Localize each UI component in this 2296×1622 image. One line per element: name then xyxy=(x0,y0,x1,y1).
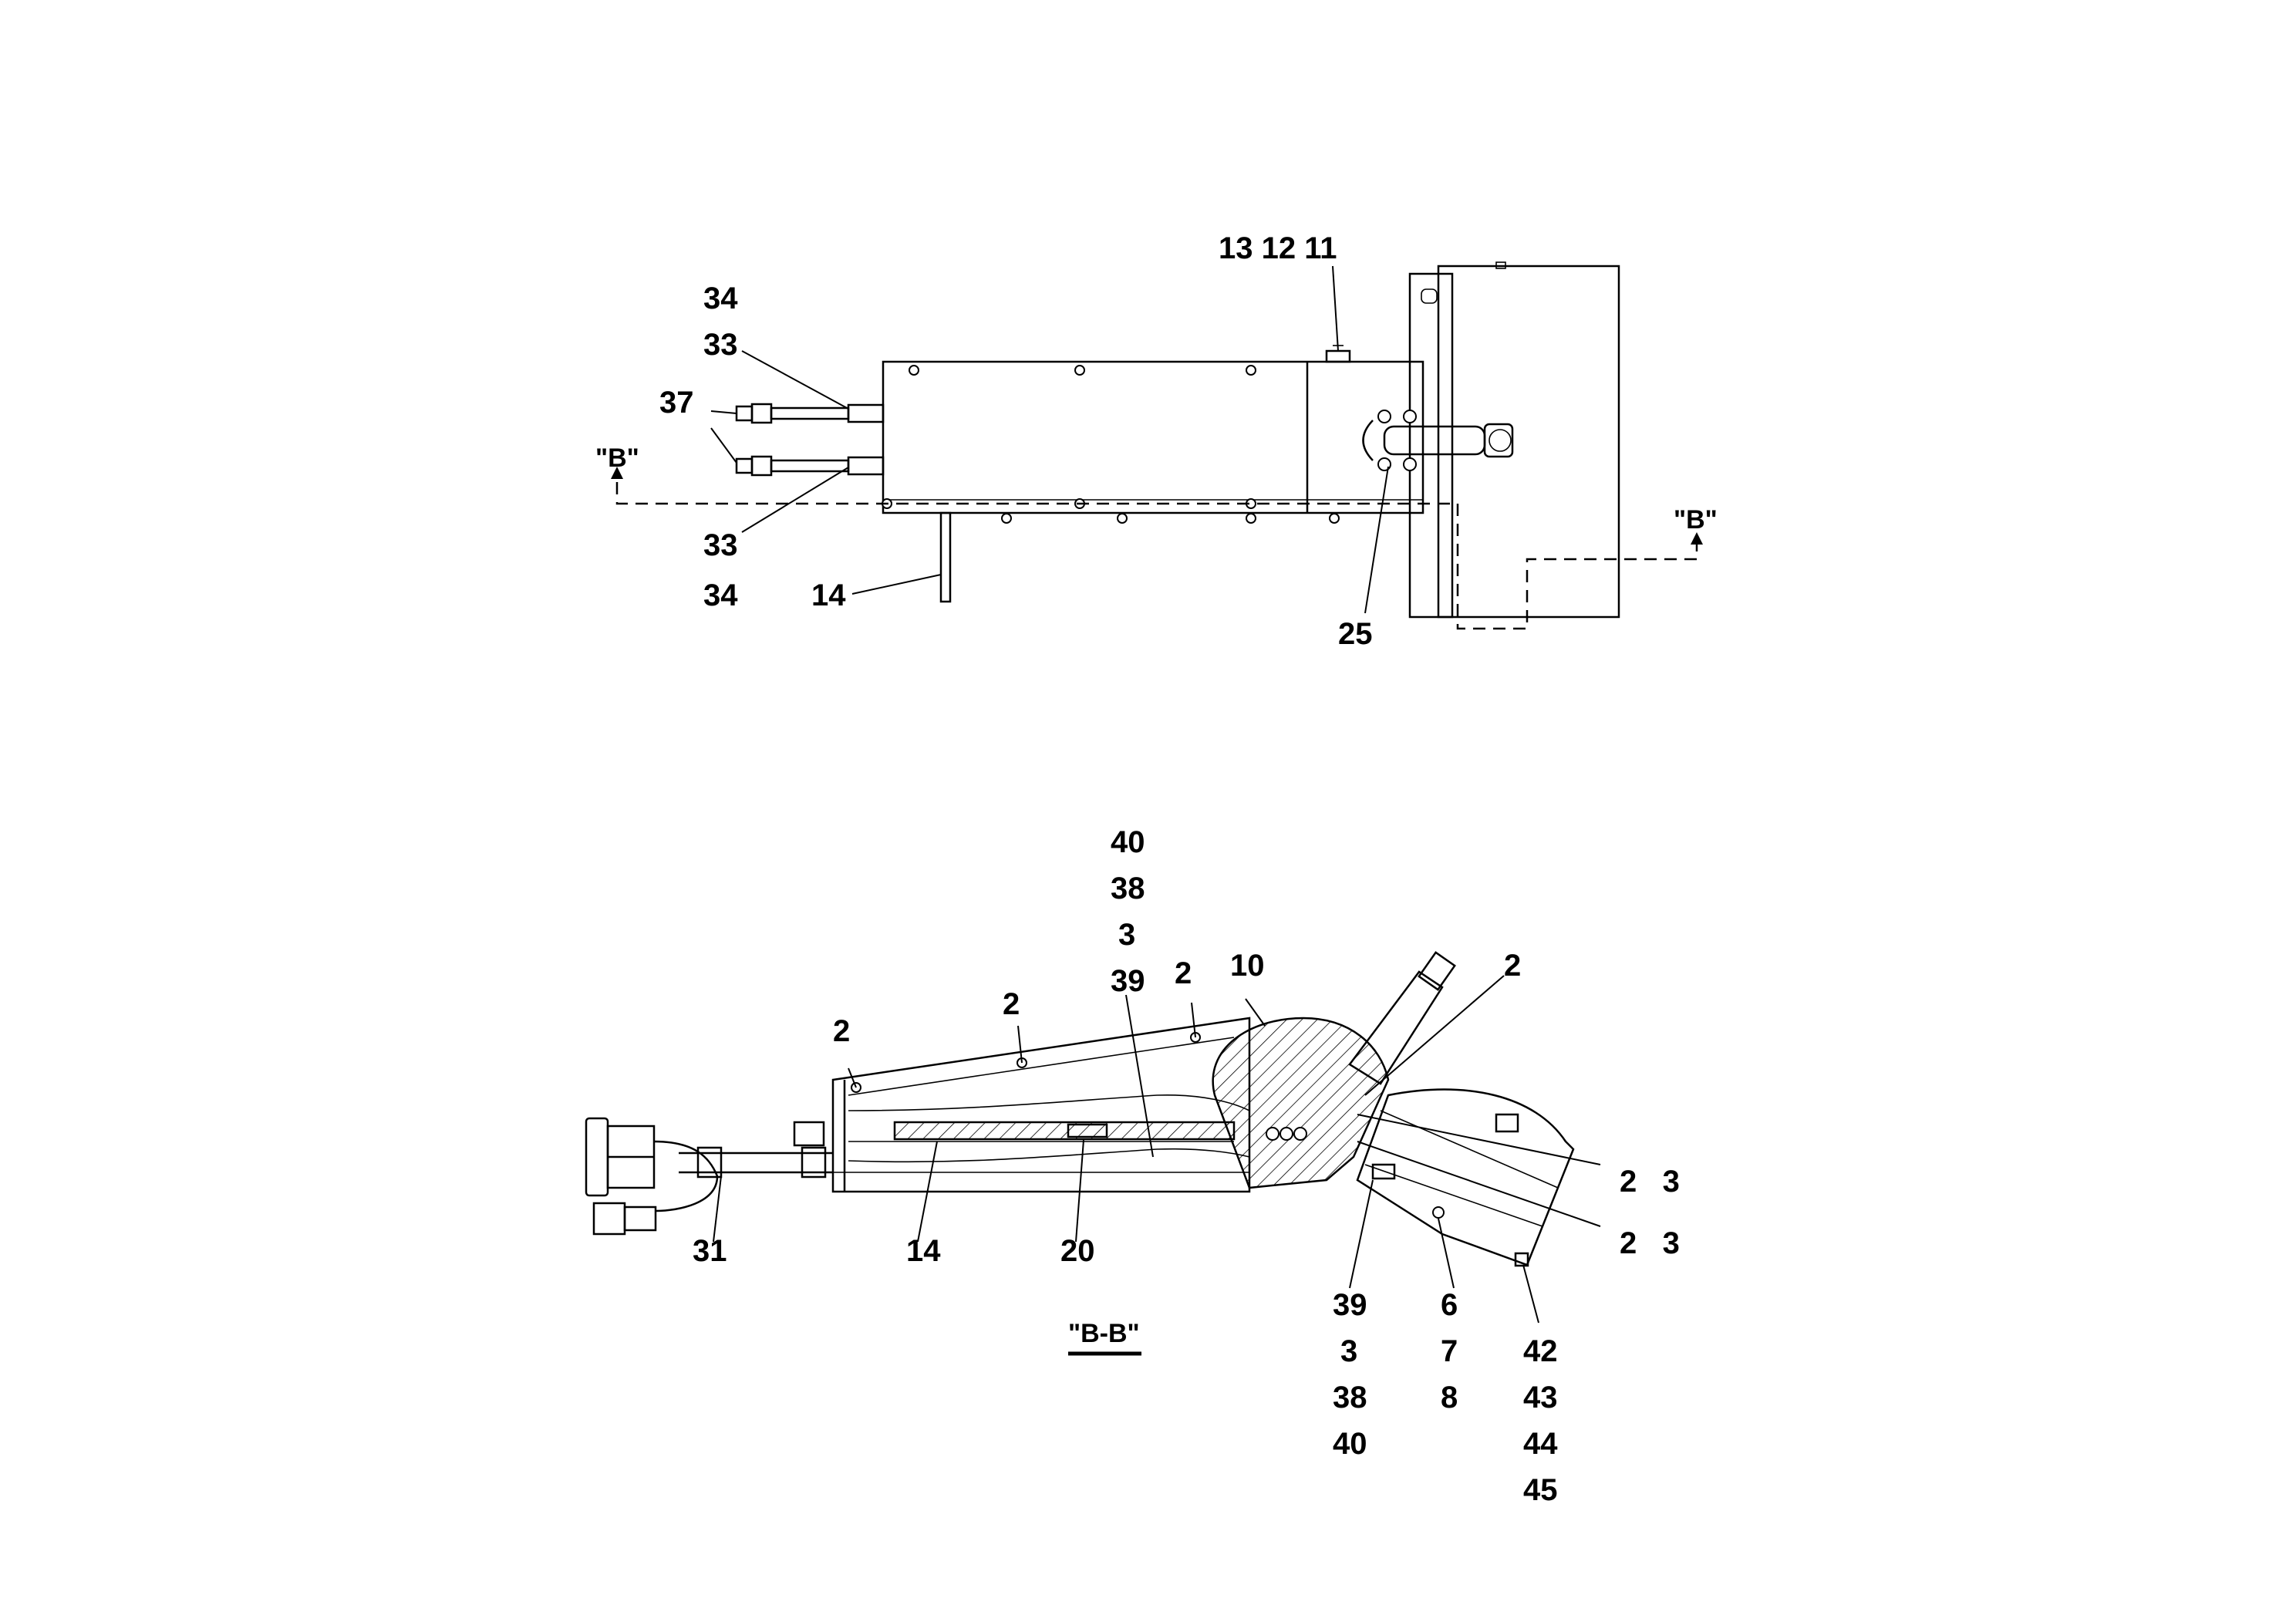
callout-2-b: 2 xyxy=(1003,987,1020,1021)
callout-40-b: 40 xyxy=(1333,1427,1367,1461)
callout-43: 43 xyxy=(1523,1381,1558,1415)
section-callouts: 40 38 3 39 2 2 2 10 2 2 3 2 3 31 14 20 3… xyxy=(693,825,1680,1507)
callout-38-b: 38 xyxy=(1333,1381,1367,1415)
callout-33-bottom: 33 xyxy=(703,528,738,562)
callout-31: 31 xyxy=(693,1234,727,1268)
callout-2-a: 2 xyxy=(833,1014,850,1048)
section-view: 40 38 3 39 2 2 2 10 2 2 3 2 3 31 14 20 3… xyxy=(585,825,1680,1507)
callout-14-section: 14 xyxy=(906,1234,941,1268)
angled-cylinder xyxy=(1348,951,1456,1085)
callout-2-d: 2 xyxy=(1504,949,1521,983)
hub xyxy=(1212,1017,1390,1189)
callout-2-3-a: 2 3 xyxy=(1620,1165,1680,1199)
callout-3-a: 3 xyxy=(1118,918,1135,952)
callout-20: 20 xyxy=(1060,1234,1095,1268)
callout-2-c: 2 xyxy=(1175,956,1192,990)
callout-7: 7 xyxy=(1441,1334,1458,1368)
callout-10: 10 xyxy=(1230,949,1265,983)
hose-lower xyxy=(735,455,885,477)
callout-3-b: 3 xyxy=(1340,1334,1357,1368)
callout-44: 44 xyxy=(1523,1427,1558,1461)
housing xyxy=(882,360,1424,603)
cylinder xyxy=(1362,410,1514,471)
section-marker-b-left: "B" xyxy=(595,443,639,473)
callout-38-a: 38 xyxy=(1111,872,1145,905)
callout-8: 8 xyxy=(1441,1381,1458,1415)
top-callouts: 13 12 11 34 33 37 33 34 14 25 "B" "B" xyxy=(595,231,1718,651)
callout-45: 45 xyxy=(1523,1473,1558,1507)
callout-14-top: 14 xyxy=(811,578,846,612)
callout-37: 37 xyxy=(659,386,694,420)
section-hose xyxy=(679,1121,833,1179)
section-title: "B-B" xyxy=(1068,1319,1141,1356)
top-view: 13 12 11 34 33 37 33 34 14 25 "B" "B" xyxy=(595,231,1718,651)
callout-2-3-b: 2 3 xyxy=(1620,1226,1680,1260)
callout-33-top: 33 xyxy=(703,328,738,362)
section-marker-b-right: "B" xyxy=(1674,505,1718,534)
callout-34-bottom: 34 xyxy=(703,578,738,612)
section-housing xyxy=(831,1017,1251,1193)
callout-39-a: 39 xyxy=(1111,964,1145,998)
hose-upper xyxy=(735,403,885,424)
section-leaders xyxy=(713,975,1601,1324)
callout-25: 25 xyxy=(1338,617,1373,651)
section-bolts xyxy=(851,1032,1201,1093)
bucket xyxy=(1356,1088,1575,1267)
callout-34-top: 34 xyxy=(703,282,738,315)
section-title-text: "B-B" xyxy=(1068,1319,1140,1348)
callout-40-a: 40 xyxy=(1111,825,1145,859)
callout-39-b: 39 xyxy=(1333,1288,1367,1322)
mounting-plate xyxy=(1408,261,1620,619)
callout-6: 6 xyxy=(1441,1288,1458,1322)
callout-13-12-11: 13 12 11 xyxy=(1219,231,1337,265)
callout-42: 42 xyxy=(1523,1334,1558,1368)
top-leaders xyxy=(710,265,1389,614)
section-line-b xyxy=(611,467,1703,630)
